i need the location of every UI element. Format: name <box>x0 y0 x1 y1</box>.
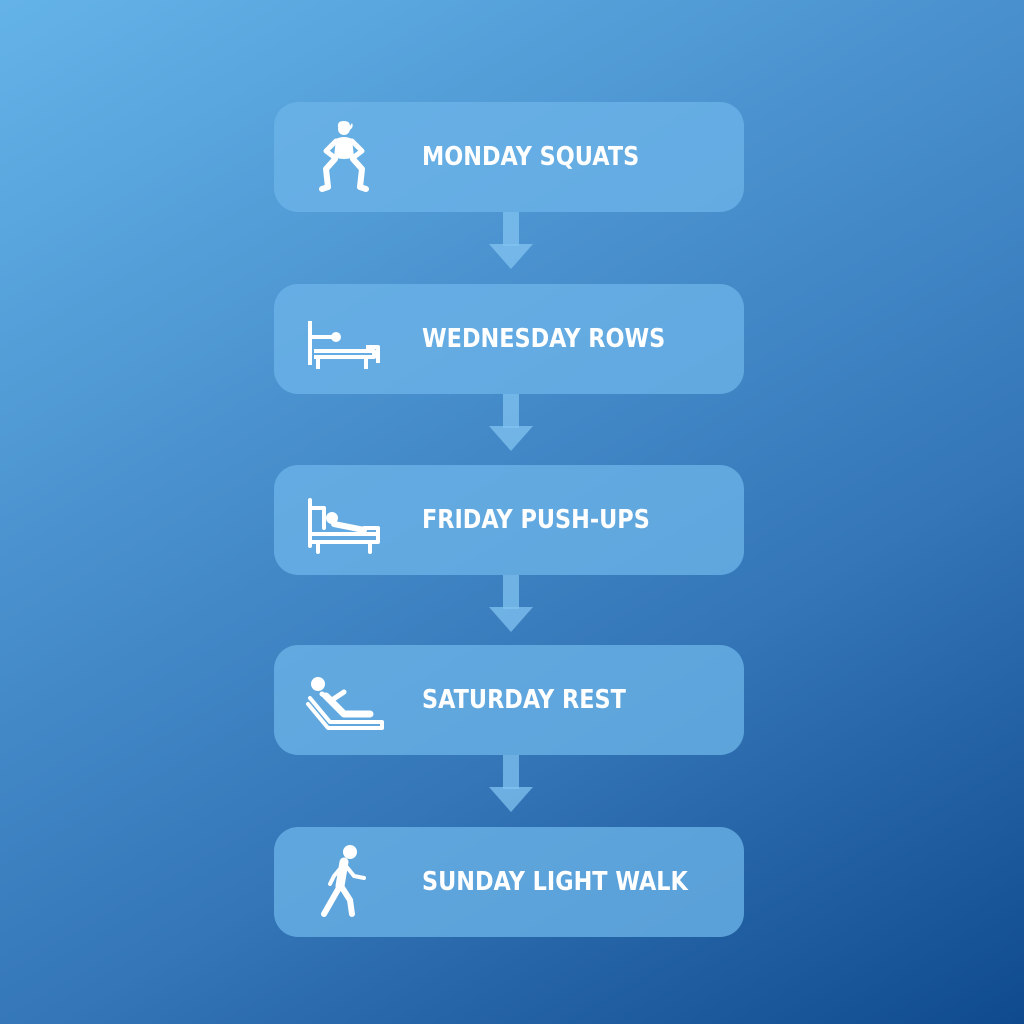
step-card-monday: MONDAY SQUATS <box>274 102 744 212</box>
step-card-friday: FRIDAY PUSH-UPS <box>274 465 744 575</box>
step-label: MONDAY SQUATS <box>422 142 640 172</box>
step-label: FRIDAY PUSH-UPS <box>422 505 650 535</box>
arrow-down-icon <box>487 394 535 454</box>
step-card-sunday: SUNDAY LIGHT WALK <box>274 827 744 937</box>
rowing-machine-icon <box>304 299 384 379</box>
step-card-saturday: SATURDAY REST <box>274 645 744 755</box>
step-label: WEDNESDAY ROWS <box>422 324 666 354</box>
arrow-down-icon <box>487 575 535 635</box>
walking-person-icon <box>304 842 384 922</box>
step-label: SUNDAY LIGHT WALK <box>422 867 688 897</box>
arrow-down-icon <box>487 755 535 815</box>
reclining-rest-icon <box>304 660 384 740</box>
step-card-wednesday: WEDNESDAY ROWS <box>274 284 744 394</box>
squat-icon <box>304 117 384 197</box>
bench-pushup-icon <box>304 480 384 560</box>
step-label: SATURDAY REST <box>422 685 626 715</box>
arrow-down-icon <box>487 212 535 272</box>
